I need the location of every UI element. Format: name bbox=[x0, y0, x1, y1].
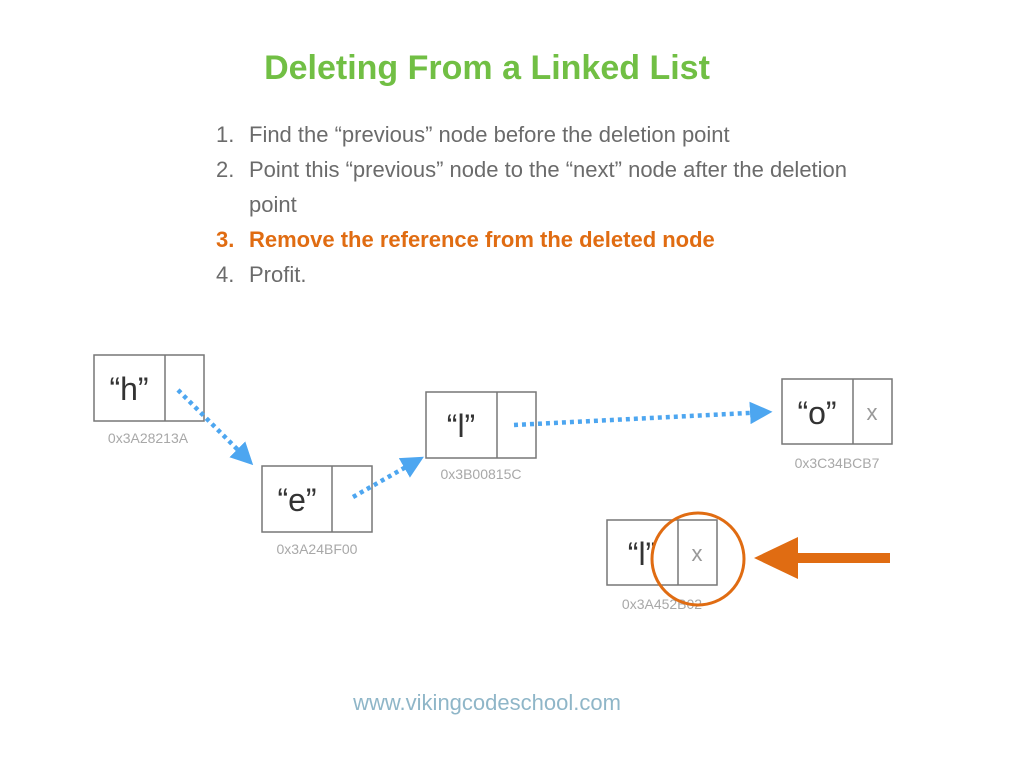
node-e: “e” 0x3A24BF00 bbox=[261, 465, 373, 557]
node-h: “h” 0x3A28213A bbox=[93, 354, 205, 446]
node-l-deleted: “l” x 0x3A452B02 bbox=[606, 519, 718, 612]
node-pointer: x bbox=[867, 400, 878, 425]
step-text: Remove the reference from the deleted no… bbox=[249, 227, 715, 252]
slide-title: Deleting From a Linked List bbox=[264, 49, 710, 87]
node-box bbox=[93, 354, 205, 422]
step-number: 3. bbox=[216, 227, 235, 252]
step-item: 2. Point this “previous” node to the “ne… bbox=[216, 152, 856, 222]
step-number: 2. bbox=[216, 157, 235, 182]
node-address: 0x3C34BCB7 bbox=[795, 455, 880, 471]
node-box bbox=[261, 465, 373, 533]
node-value: “e” bbox=[277, 482, 316, 518]
node-pointer: x bbox=[692, 541, 703, 566]
node-box bbox=[425, 391, 537, 459]
highlight-circle bbox=[650, 511, 746, 607]
step-text: Find the “previous” node before the dele… bbox=[249, 122, 730, 147]
node-address: 0x3A452B02 bbox=[622, 596, 702, 612]
node-box bbox=[781, 378, 893, 445]
pointer-arrow-l-to-o bbox=[513, 401, 773, 428]
node-value: “l” bbox=[447, 408, 475, 444]
node-address: 0x3A24BF00 bbox=[277, 541, 358, 557]
step-text: Point this “previous” node to the “next”… bbox=[249, 157, 848, 217]
step-number: 1. bbox=[216, 122, 235, 147]
node-value: “o” bbox=[797, 395, 836, 431]
node-value: “h” bbox=[109, 371, 148, 407]
step-text: Profit. bbox=[249, 262, 307, 287]
step-item-active: 3. Remove the reference from the deleted… bbox=[216, 222, 856, 257]
step-item: 1. Find the “previous” node before the d… bbox=[216, 117, 856, 152]
steps-list: 1. Find the “previous” node before the d… bbox=[216, 117, 856, 292]
node-address: 0x3A28213A bbox=[108, 430, 189, 446]
pointer-arrow-e-to-l bbox=[351, 456, 424, 499]
node-o: “o” x 0x3C34BCB7 bbox=[781, 378, 893, 471]
step-item: 4. Profit. bbox=[216, 257, 856, 292]
footer-url: www.vikingcodeschool.com bbox=[353, 690, 621, 715]
node-l-kept: “l” 0x3B00815C bbox=[425, 391, 537, 482]
attention-arrow-icon bbox=[754, 537, 890, 579]
step-number: 4. bbox=[216, 262, 235, 287]
node-address: 0x3B00815C bbox=[441, 466, 522, 482]
pointer-arrow-h-to-e bbox=[176, 388, 254, 466]
